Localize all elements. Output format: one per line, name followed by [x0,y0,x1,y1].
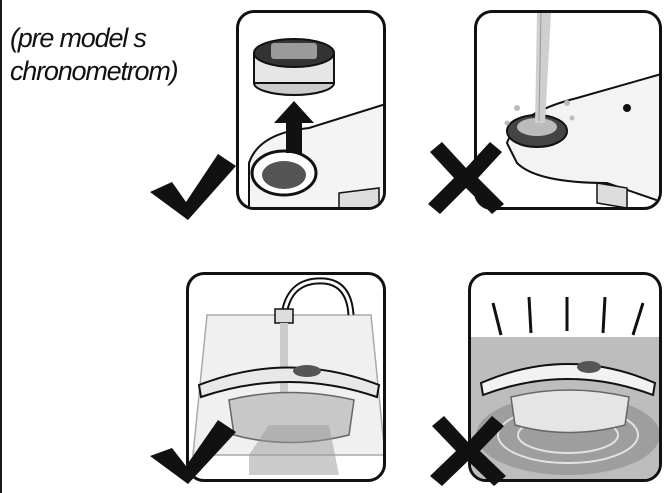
caption-line-1: (pre model s [10,23,147,53]
wash-in-sink-illustration [192,277,383,475]
panel-rinse-lid-tap [474,10,662,210]
up-arrow-icon [274,101,314,153]
page-left-border [0,0,2,493]
check-mark-icon [150,420,236,484]
check-mark-icon [150,154,236,220]
panel-remove-timer [236,10,386,210]
cross-mark-icon [428,142,504,214]
model-note-caption: (pre model s chronometrom) [10,22,190,88]
dishwasher-illustration [471,296,659,479]
rinse-under-tap-illustration [504,13,659,207]
cross-mark-icon [430,416,506,486]
panel-dishwasher [468,272,662,482]
caption-line-2: chronometrom) [10,56,179,86]
remove-timer-illustration [248,38,383,207]
